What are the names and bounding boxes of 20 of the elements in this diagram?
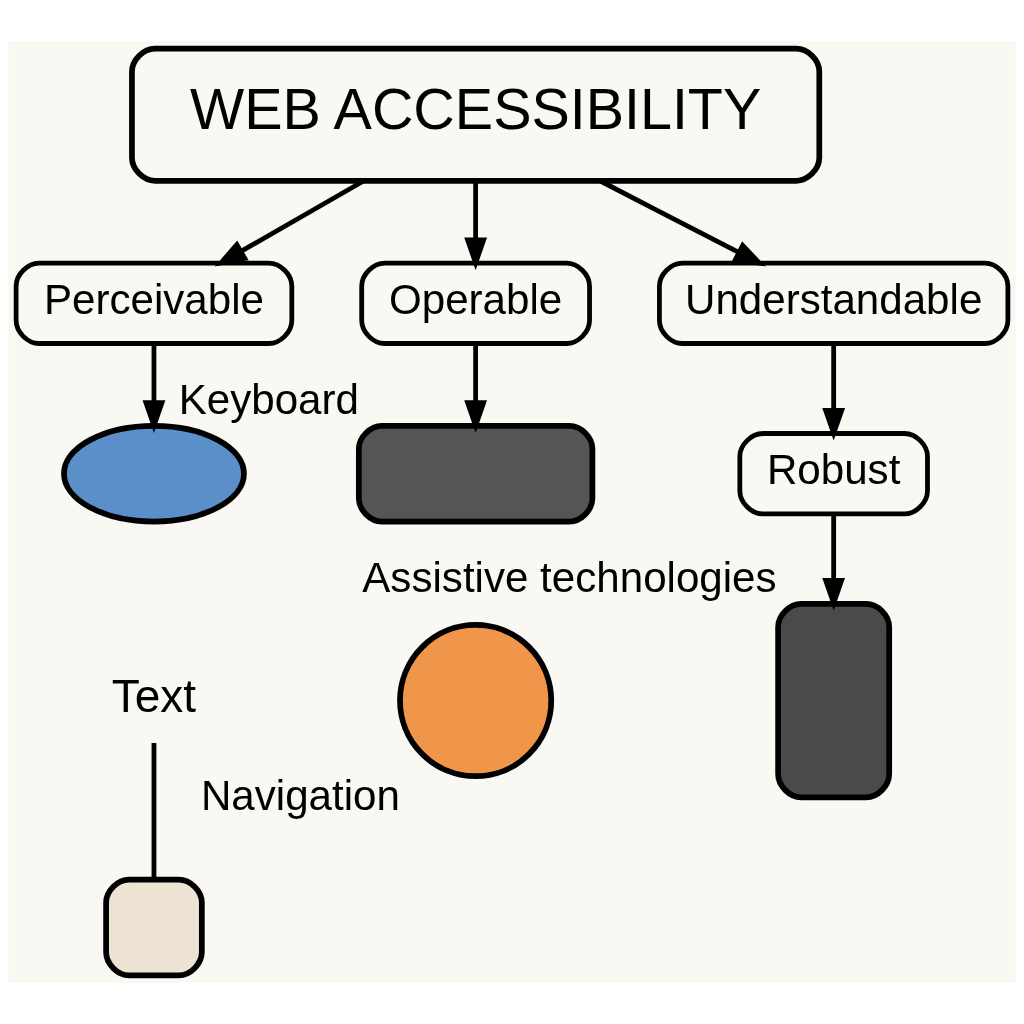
node-box: WEB ACCESSIBILITY [129,45,823,184]
node-box: Perceivable [13,260,295,346]
node-eye [61,422,247,525]
node-keyboard [355,422,596,525]
node-label: Assistive technologies [362,553,777,601]
node-box: Robust [737,431,930,517]
node-phone [775,601,893,801]
node-box: Understandable [657,260,1011,346]
node-label: Keyboard [178,375,359,423]
arrow [464,181,488,271]
node-circle [397,622,555,780]
node-box [103,876,205,979]
connector [151,742,157,880]
arrow [822,343,846,441]
arrow [822,513,846,611]
node-text: Text [111,670,197,723]
arrow [142,343,166,433]
arrow [464,343,488,433]
node-box: Operable [359,260,592,346]
node-label: Navigation [200,771,400,819]
